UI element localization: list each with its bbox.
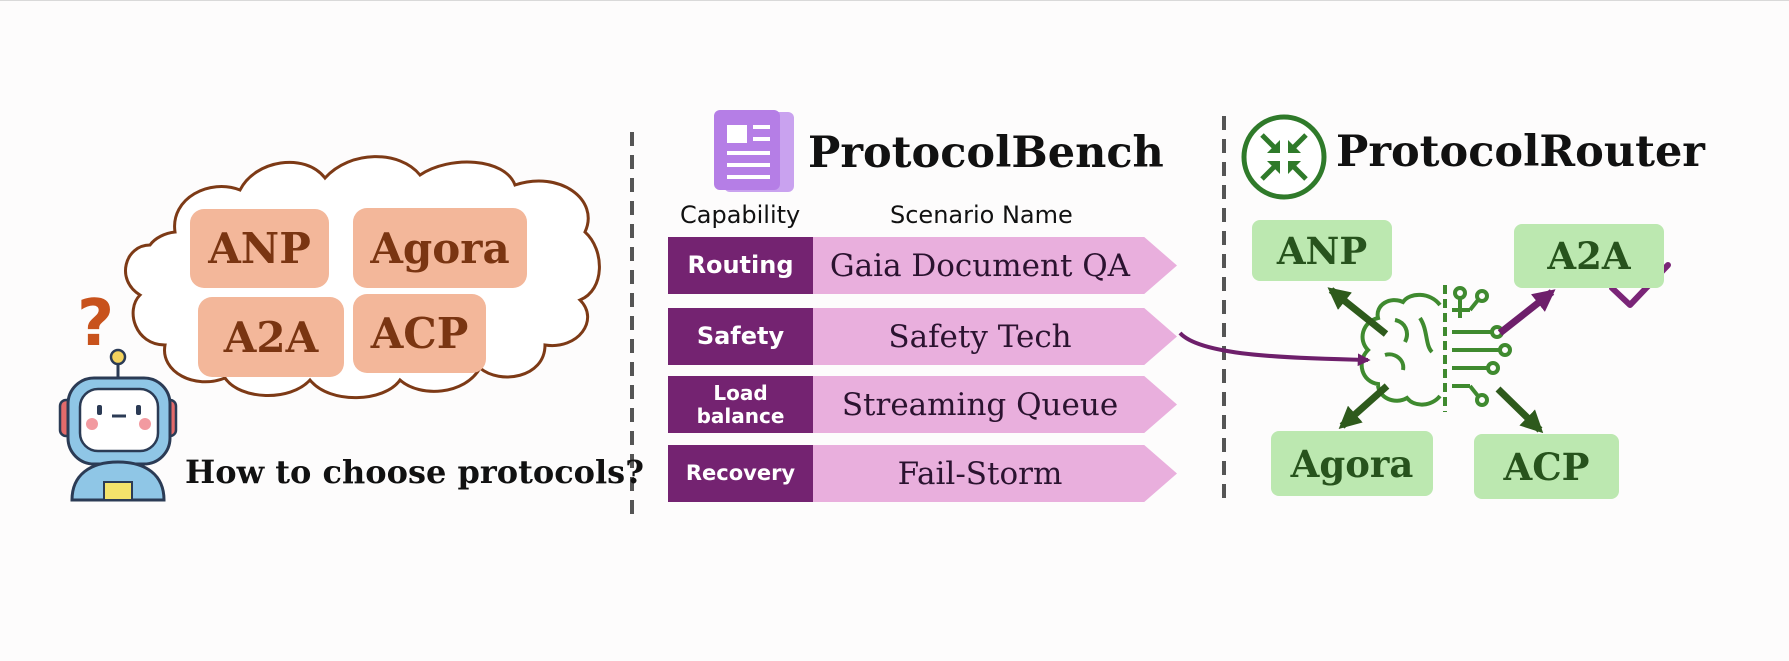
column-header-capability: Capability — [680, 201, 801, 229]
router-box-anp: ANP — [1252, 220, 1392, 281]
arrow-to-agora — [1338, 383, 1390, 429]
arrow-to-anp — [1327, 287, 1389, 337]
cloud-box-agora: Agora — [353, 208, 527, 288]
scenario-gaia-document-qa: Gaia Document QA — [813, 237, 1177, 294]
question-mark-icon: ? — [77, 287, 114, 361]
arrow-safety-to-router — [1178, 331, 1371, 367]
compress-arrows-icon — [1241, 114, 1327, 200]
router-box-a2a: A2A — [1514, 224, 1664, 288]
cloud-box-anp: ANP — [190, 209, 329, 288]
router-title: ProtocolRouter — [1336, 127, 1705, 177]
arrow-to-acp — [1495, 386, 1544, 434]
capability-safety: Safety — [668, 308, 813, 365]
question-text: How to choose protocols? — [185, 453, 644, 491]
arrow-to-a2a — [1497, 289, 1556, 336]
capability-load-balance: Load balance — [668, 376, 813, 433]
router-box-acp: ACP — [1474, 434, 1619, 499]
router-box-agora: Agora — [1271, 431, 1433, 496]
scenario-safety-tech: Safety Tech — [813, 308, 1177, 365]
brain-circuit-icon — [1359, 285, 1512, 412]
bench-title: ProtocolBench — [808, 128, 1164, 178]
capability-routing: Routing — [668, 237, 813, 294]
capability-recovery: Recovery — [668, 445, 813, 502]
scenario-streaming-queue: Streaming Queue — [813, 376, 1177, 433]
column-header-scenario: Scenario Name — [890, 201, 1073, 229]
scenario-fail-storm: Fail-Storm — [813, 445, 1177, 502]
document-icon — [714, 110, 794, 192]
cloud-box-a2a: A2A — [198, 297, 344, 377]
cloud-box-acp: ACP — [353, 294, 486, 373]
robot-icon — [58, 348, 178, 502]
